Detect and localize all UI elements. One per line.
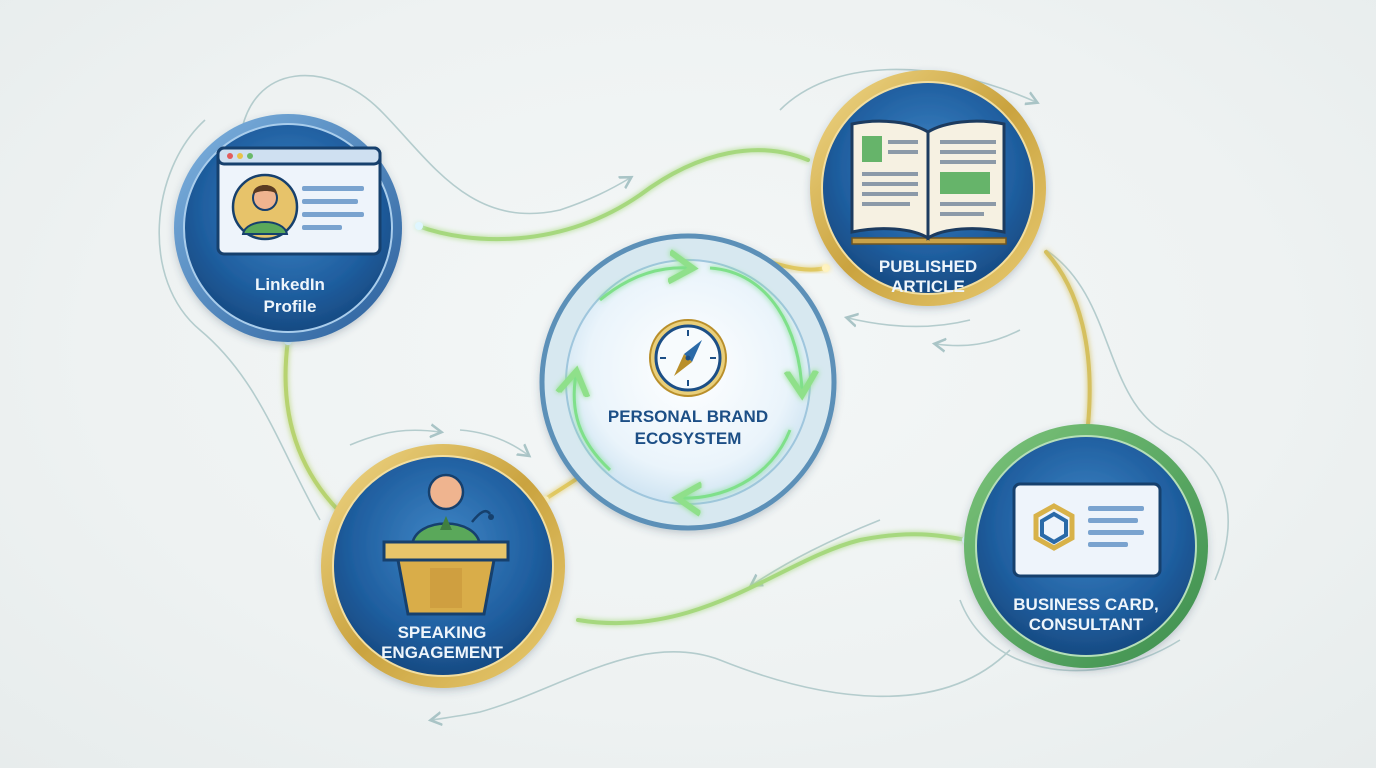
card-label-line2: CONSULTANT [1029,615,1144,634]
hub-label-line2: ECOSYSTEM [635,429,742,448]
node-linkedin-profile[interactable]: LinkedIn Profile [174,114,402,342]
dot-linkedin-right [415,222,423,230]
outer-flow-arrows [158,68,1229,720]
card-label-line1: BUSINESS CARD, [1013,595,1158,614]
node-published-article[interactable]: PUBLISHED ARTICLE [810,70,1046,306]
compass-icon [649,319,727,397]
speaking-label-line1: SPEAKING [398,623,487,642]
business-card-icon [1012,482,1162,578]
linkedin-label-line2: Profile [264,297,317,316]
logo-hexagon-icon [1033,503,1075,551]
linkedin-label-line1: LinkedIn [255,275,325,294]
speaker-podium-icon [382,473,510,616]
connectors [283,148,1092,626]
hub-label-line1: PERSONAL BRAND [608,407,768,426]
node-business-card-consultant[interactable]: BUSINESS CARD, CONSULTANT [964,424,1208,668]
connector-linkedin-speaking [283,338,340,512]
flow-arrow-bottom-loop [959,599,1181,672]
flow-arrow-speaker-2 [459,429,528,455]
article-label-line2: ARTICLE [891,277,965,296]
connector-linkedin-article [416,148,810,242]
hub-cycle-arrows [574,268,802,498]
flow-arrow-bottom-right [752,519,881,585]
article-label-line1: PUBLISHED [879,257,977,276]
flow-arrow-inner-right-2 [936,329,1021,346]
flow-arrow-right-outer [1045,249,1229,581]
flow-arrow-speaker-1 [349,430,440,446]
hub[interactable]: PERSONAL BRAND ECOSYSTEM [539,233,837,531]
profile-window-icon [216,146,382,256]
open-book-icon [850,119,1007,245]
flow-arrow-bottom-left [432,649,1011,720]
node-speaking-engagement[interactable]: SPEAKING ENGAGEMENT [321,444,565,688]
flow-arrow-top-right [779,68,1036,111]
connector-article-card [1044,250,1092,427]
connector-hub-speaking [542,476,580,502]
flow-arrow-inner-right-1 [848,318,971,327]
speaking-label-line2: ENGAGEMENT [381,643,503,662]
flow-arrow-left-outer [158,119,321,521]
dot-article-left [822,264,830,272]
connector-speaking-card [576,532,968,626]
flow-arrow-top-left [239,74,630,215]
